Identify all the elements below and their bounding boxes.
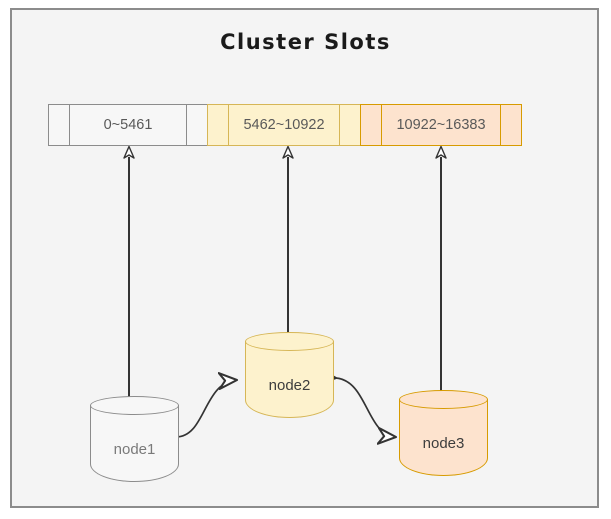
arrow-node1-to-slots xyxy=(119,145,139,402)
node-label: node3 xyxy=(422,435,465,452)
node-node3[interactable]: node3 xyxy=(399,390,488,485)
cylinder-body xyxy=(90,405,179,482)
cluster-slot-bar: 0~5461 5462~10922 10922~16383 xyxy=(48,104,522,146)
slot-cell-pad-right xyxy=(500,104,522,146)
slot-group-node1[interactable]: 0~5461 xyxy=(48,104,208,146)
arrow-node3-to-slots xyxy=(431,145,451,396)
arrow-stem xyxy=(128,157,130,402)
link-node1-node2 xyxy=(176,380,237,437)
arrow-stem xyxy=(440,157,442,396)
node-node1[interactable]: node1 xyxy=(90,396,179,491)
node-node2[interactable]: node2 xyxy=(245,332,334,427)
cylinder-top xyxy=(245,332,334,351)
cylinder-body xyxy=(245,341,334,418)
cylinder-top xyxy=(90,396,179,415)
arrow-stem xyxy=(287,157,289,346)
node-label: node2 xyxy=(268,377,311,394)
slot-range-label-2: 5462~10922 xyxy=(228,104,340,146)
arrow-node2-to-slots xyxy=(278,145,298,346)
cylinder-body xyxy=(399,399,488,476)
slot-group-node2[interactable]: 5462~10922 xyxy=(207,104,361,146)
slot-group-node3[interactable]: 10922~16383 xyxy=(360,104,522,146)
link-node2-node3 xyxy=(336,378,396,437)
cylinder-top xyxy=(399,390,488,409)
diagram-title: Cluster Slots xyxy=(220,30,391,54)
node-label: node1 xyxy=(113,441,156,458)
